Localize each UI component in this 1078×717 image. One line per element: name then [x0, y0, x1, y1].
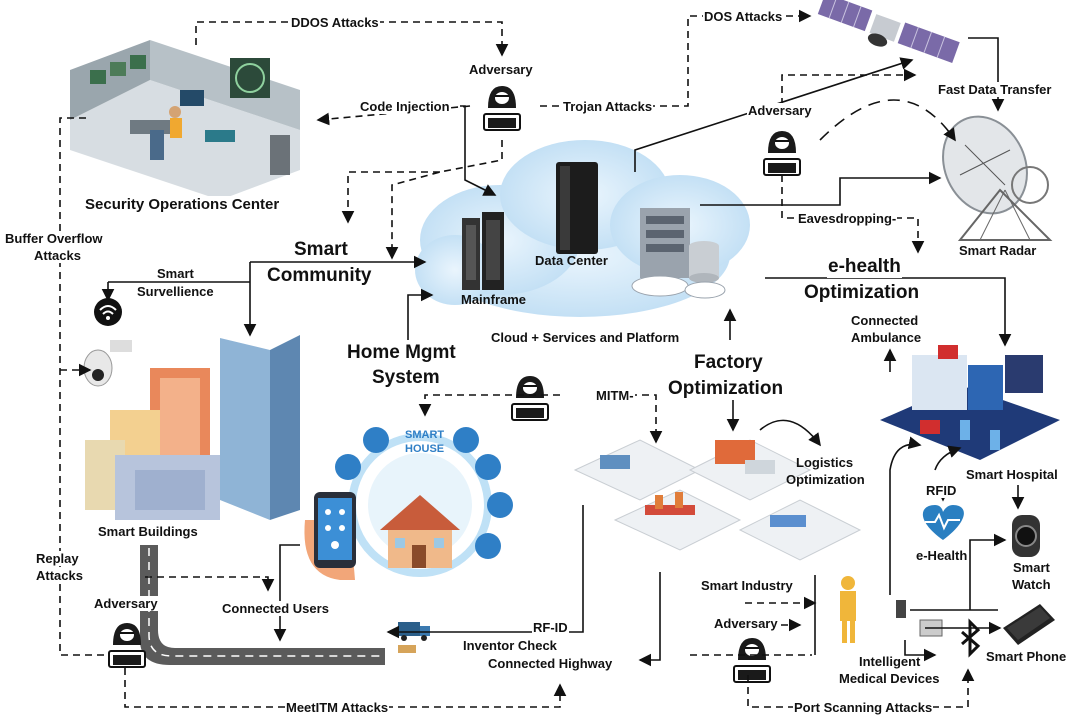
smart-buildings-label: Smart Buildings — [98, 524, 198, 539]
security-operations-center-icon — [70, 40, 300, 200]
server-icon — [631, 208, 726, 299]
rfid-truck-icon — [398, 622, 430, 653]
smart-hospital-label: Smart Hospital — [965, 467, 1059, 482]
home-mgmt-label-2: System — [371, 367, 441, 389]
connected-users-label: Connected Users — [221, 601, 330, 616]
intelligent-medical-devices-label-1: Intelligent — [859, 654, 921, 669]
mitm-label: MITM- — [595, 388, 635, 403]
ddos-attacks-label: DDOS Attacks — [290, 15, 380, 30]
smart-community-label-1: Smart — [293, 239, 349, 261]
inventor-check-label: Inventor Check — [462, 638, 558, 653]
radar-dish-icon — [942, 115, 1053, 241]
cloud-services-label: Cloud + Services and Platform — [491, 330, 680, 345]
smart-house-icon — [335, 427, 513, 577]
ehealth-optimization-label-2: Optimization — [803, 282, 921, 304]
wifi-icon — [94, 298, 122, 326]
smartphone-hand-icon — [304, 492, 356, 580]
satellite-icon — [817, 0, 960, 63]
smart-house-label-2: HOUSE — [405, 443, 445, 455]
adversary-bottom-label: Adversary — [713, 616, 779, 631]
buffer-overflow-label-1: Buffer Overflow — [4, 231, 104, 246]
smart-watch-label-1: Smart — [1012, 560, 1051, 575]
smart-community-label-2: Community — [266, 265, 373, 287]
data-center-label: Data Center — [535, 253, 608, 268]
fast-data-transfer-label: Fast Data Transfer — [937, 82, 1053, 97]
replay-attacks-label-1: Replay — [35, 551, 80, 566]
ehealth-optimization-label-1: e-health — [827, 256, 902, 278]
buffer-overflow-label-2: Attacks — [33, 248, 82, 263]
eavesdropping-label: Eavesdropping- — [797, 211, 898, 226]
smart-watch-icon — [1012, 515, 1040, 557]
smart-survellience-label-1: Smart — [156, 266, 195, 281]
smart-watch-label-2: Watch — [1011, 577, 1052, 592]
connected-highway-icon — [140, 545, 385, 665]
smart-phone-icon — [1003, 604, 1055, 645]
ehealth-label: e-Health — [915, 548, 969, 563]
intelligent-medical-devices-label-2: Medical Devices — [839, 671, 940, 686]
heart-pulse-icon — [922, 505, 964, 540]
connected-highway-label: Connected Highway — [487, 656, 614, 671]
port-scanning-attacks-label: Port Scanning Attacks — [793, 700, 934, 715]
connected-ambulance-label-1: Connected — [850, 313, 920, 328]
dos-attacks-label: DOS Attacks — [703, 9, 784, 24]
connected-ambulance-label-2: Ambulance — [851, 330, 922, 345]
security-operations-center-label: Security Operations Center — [84, 196, 281, 213]
smart-factory-icon — [573, 439, 862, 561]
cctv-camera-icon — [83, 340, 132, 387]
trojan-attacks-label: Trojan Attacks — [562, 99, 654, 114]
factory-optimization-label-1: Factory — [693, 352, 764, 374]
smart-phone-label: Smart Phone — [985, 649, 1068, 664]
home-mgmt-label-1: Home Mgmt — [346, 342, 457, 364]
logistics-optimization-label-2: Optimization — [786, 472, 865, 487]
factory-optimization-label-2: Optimization — [667, 378, 785, 400]
adversary-left-label: Adversary — [93, 596, 159, 611]
meetitm-attacks-label: MeetITM Attacks — [285, 700, 390, 715]
logistics-optimization-label-1: Logistics — [796, 455, 854, 470]
data-center-icon — [556, 162, 598, 254]
adversary-right-label: Adversary — [747, 103, 813, 118]
smart-survellience-label-2: Survellience — [136, 284, 215, 299]
bluetooth-icon — [961, 618, 981, 658]
code-injection-label: Code Injection — [359, 99, 451, 114]
smart-radar-label: Smart Radar — [959, 243, 1037, 258]
smart-house-label-1: SMART — [405, 429, 445, 441]
smart-industry-label: Smart Industry — [700, 578, 794, 593]
rf-id-label: RF-ID — [532, 620, 569, 635]
smart-buildings-icon — [85, 335, 300, 520]
mainframe-icon — [462, 212, 504, 290]
smart-hospital-icon — [880, 345, 1060, 460]
adversary-top-label: Adversary — [469, 62, 533, 77]
replay-attacks-label-2: Attacks — [35, 568, 84, 583]
rfid-label: RFID — [925, 483, 958, 498]
mainframe-label: Mainframe — [461, 292, 527, 307]
